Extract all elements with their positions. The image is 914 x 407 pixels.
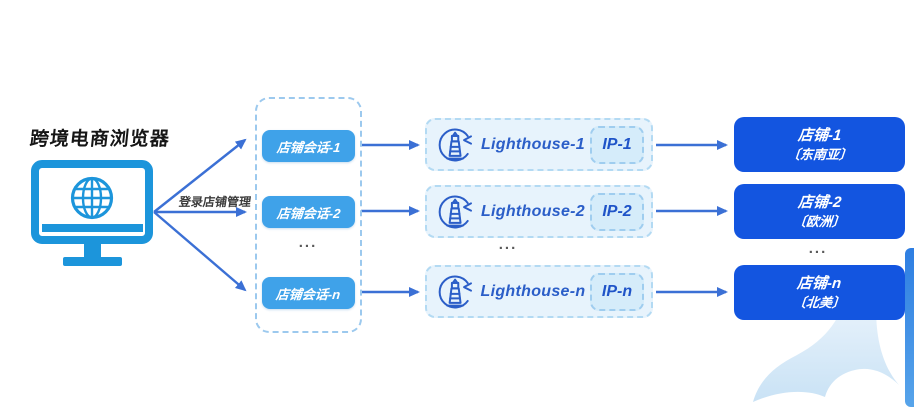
monitor-globe-icon: [30, 160, 155, 268]
store-name: 店铺-1: [797, 126, 842, 144]
decor-edge-stripe: [905, 248, 914, 407]
session-item-2: 店铺会话-2: [262, 196, 355, 228]
sessions-group-container: [255, 97, 362, 333]
store-region: 〔北美〕: [792, 294, 847, 310]
lighthouse-label: Lighthouse-n: [480, 282, 586, 300]
store-name: 店铺-n: [796, 274, 843, 292]
store-box-2: 店铺-2 〔欧洲〕: [734, 184, 905, 239]
session-label: 店铺会话-n: [275, 286, 342, 302]
session-label: 店铺会话-2: [275, 205, 341, 221]
lighthouse-ellipsis: ...: [498, 236, 518, 253]
sessions-ellipsis: ...: [298, 234, 318, 251]
lighthouse-icon: [438, 128, 472, 161]
lighthouse-row-1: Lighthouse-1 IP-1: [425, 118, 653, 171]
store-name: 店铺-2: [797, 193, 842, 211]
store-region: 〔欧洲〕: [792, 213, 847, 229]
store-region: 〔东南亚〕: [786, 146, 853, 162]
lighthouse-label: Lighthouse-2: [480, 202, 586, 220]
lighthouse-icon: [438, 275, 472, 308]
lighthouse-row-n: Lighthouse-n IP-n: [425, 265, 653, 318]
session-item-n: 店铺会话-n: [262, 277, 355, 309]
store-box-n: 店铺-n 〔北美〕: [734, 265, 905, 320]
login-arrow-label: 登录店铺管理: [177, 195, 252, 209]
lighthouse-row-2: Lighthouse-2 IP-2: [425, 185, 653, 238]
ip-badge: IP-2: [590, 192, 644, 231]
session-label: 店铺会话-1: [275, 139, 341, 155]
ip-badge: IP-1: [590, 125, 644, 164]
stores-ellipsis: ...: [808, 240, 828, 257]
diagram-title: 跨境电商浏览器: [28, 129, 171, 150]
lighthouse-icon: [438, 195, 472, 228]
session-item-1: 店铺会话-1: [262, 130, 355, 162]
lighthouse-label: Lighthouse-1: [480, 135, 586, 153]
ip-badge: IP-n: [590, 272, 644, 311]
store-box-1: 店铺-1 〔东南亚〕: [734, 117, 905, 172]
